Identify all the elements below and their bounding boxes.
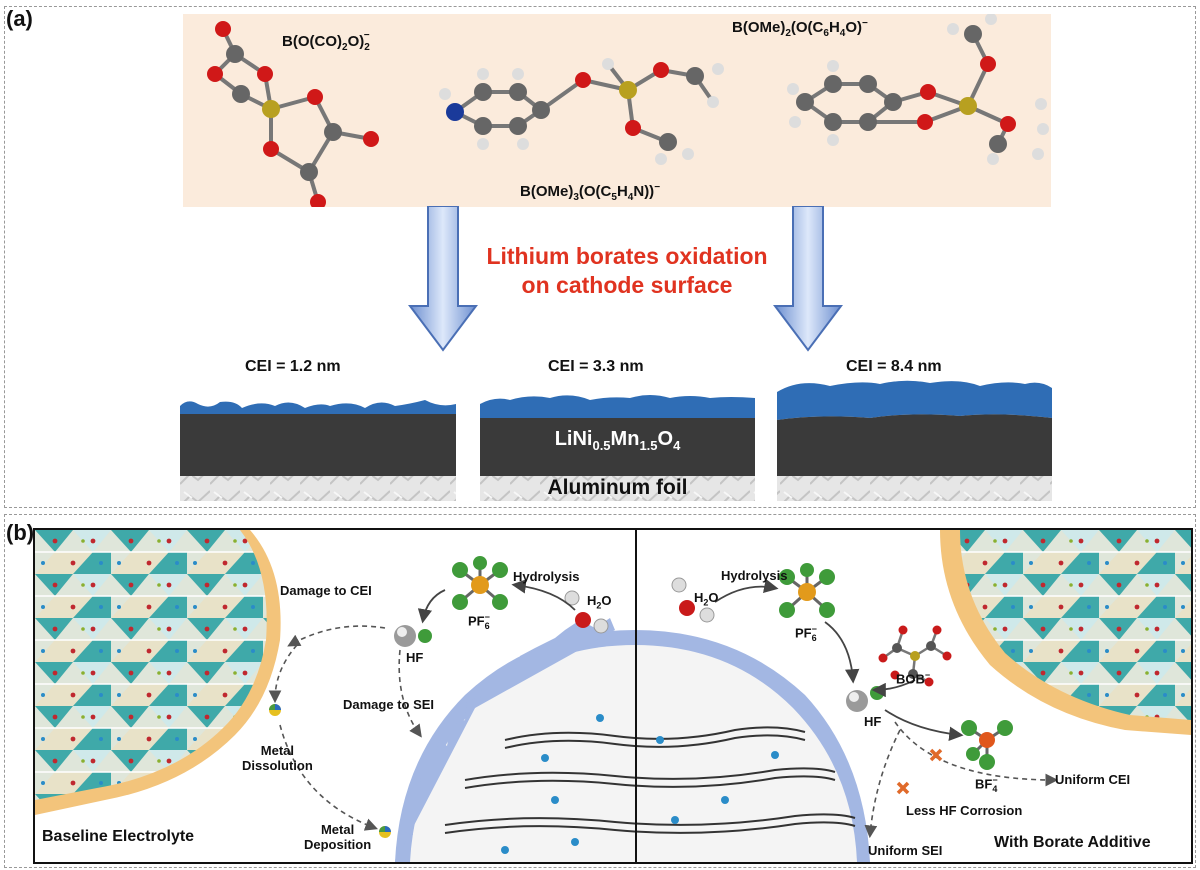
lithium-ions: [501, 714, 779, 854]
anode-graphite: [410, 645, 857, 862]
cathode-stack-2: [480, 395, 755, 501]
h2o-left-label: H2O: [587, 593, 612, 611]
arrow-down-right: [773, 206, 843, 352]
hf-left-label: HF: [406, 650, 424, 665]
molecule-background: [183, 14, 1051, 207]
panel-a-label: (a): [6, 6, 33, 31]
cei-label-3: CEI = 8.4 nm: [846, 358, 942, 375]
bob-anion-molecule: [878, 625, 952, 687]
uniform-cei-label: Uniform CEI: [1055, 772, 1131, 787]
pf6-right-molecule: [779, 563, 835, 618]
bf4-label: BF4−: [975, 775, 998, 794]
panel-b-box: [33, 528, 1193, 864]
cathode-stack-1: [180, 400, 456, 501]
catechol-borate-atoms: [787, 14, 1049, 165]
panel-b-frame: [4, 514, 1196, 868]
metal-ion-dissolution: [269, 704, 281, 716]
bob-atoms: [207, 21, 379, 207]
metal-ion-deposition: [379, 826, 391, 838]
molecule-label-bob: B(O(CO)2O)2−: [282, 30, 370, 53]
panel-a-frame: [4, 6, 1196, 508]
right-cathode-crystal: [960, 530, 1191, 720]
cei-label-2: CEI = 3.3 nm: [548, 358, 644, 375]
pf6-left-label: PF6−: [468, 612, 490, 631]
bob-label: BOB−: [896, 670, 931, 687]
panel-b-illustration: [35, 530, 1191, 862]
hydrolysis-right-label: Hydrolysis: [721, 568, 788, 583]
uniform-sei-label: Uniform SEI: [868, 843, 943, 858]
foil-label: Aluminum foil: [547, 476, 688, 499]
molecule-label-pyridine-borate: B(OMe)3(O(C5H4N))−: [520, 182, 661, 203]
hf-left-molecule: [394, 625, 432, 647]
h2o-right-label: H2O: [694, 590, 719, 608]
oxidation-title: Lithium borates oxidation on cathode sur…: [462, 242, 792, 300]
panel-b-label: (b): [6, 520, 35, 545]
cathode-stack-3: [777, 380, 1052, 501]
h2o-right-molecule: [671, 577, 715, 623]
cathode-label: LiNi0.5Mn1.5O4: [554, 428, 681, 453]
h2o-left-molecule: [564, 590, 609, 634]
borate-additive-title: With Borate Additive: [994, 834, 1151, 851]
cathode-stacks: [180, 380, 1052, 501]
blocked-mark-cei: [929, 748, 943, 762]
oxidation-title-line2: on cathode surface: [521, 272, 733, 298]
pf6-right-label: PF6−: [795, 624, 817, 643]
less-hf-corrosion-label: Less HF Corrosion: [906, 803, 1023, 818]
left-cathode-crystal: [35, 530, 267, 800]
damage-sei-label: Damage to SEI: [343, 697, 435, 712]
graphite-layers: [444, 726, 856, 834]
pf6-left-molecule: [452, 556, 508, 610]
bf4-molecule: [961, 720, 1013, 770]
molecules-illustration: [207, 14, 1049, 207]
hf-right-label: HF: [864, 714, 882, 729]
hydrolysis-left-label: Hydrolysis: [513, 569, 580, 584]
oxidation-title-line1: Lithium borates oxidation: [486, 243, 768, 269]
damage-cei-label: Damage to CEI: [280, 583, 372, 598]
cei-label-1: CEI = 1.2 nm: [245, 358, 341, 375]
arrow-down-left: [408, 206, 478, 352]
baseline-electrolyte-title: Baseline Electrolyte: [42, 828, 195, 845]
pyridine-borate-atoms: [439, 58, 724, 165]
molecule-label-catechol-borate: B(OMe)2(O(C6H4O)−: [732, 18, 868, 39]
blocked-mark-sei: [896, 781, 910, 795]
